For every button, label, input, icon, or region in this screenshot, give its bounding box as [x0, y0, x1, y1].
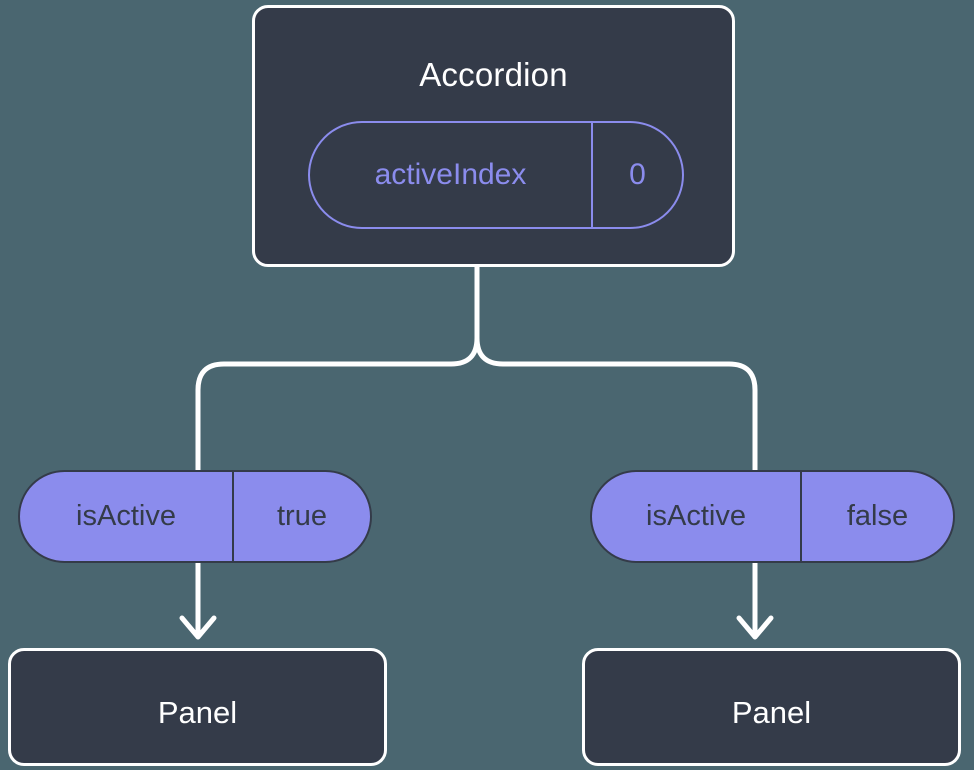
prop-pill-key: isActive — [592, 472, 802, 561]
arrowhead-left — [179, 615, 217, 640]
edge-accordion-split-right — [474, 335, 758, 473]
state-badge-value: 0 — [629, 158, 646, 191]
prop-pill-value: true — [277, 500, 327, 532]
node-panel-right[interactable]: Panel — [582, 648, 961, 766]
panel-title: Panel — [157, 695, 238, 730]
node-panel-left[interactable]: Panel — [8, 648, 387, 766]
arrowhead-right — [736, 615, 774, 640]
panel-title: Panel — [731, 695, 812, 730]
node-accordion[interactable]: Accordion activeIndex 0 — [252, 5, 735, 267]
edge-accordion-split — [195, 264, 480, 473]
prop-pill-key: isActive — [20, 472, 234, 561]
state-badge-key: activeIndex — [310, 123, 593, 227]
accordion-title: Accordion — [419, 56, 568, 93]
prop-pill-is-active-false[interactable]: isActive false — [590, 470, 955, 563]
prop-pill-value: false — [846, 500, 909, 532]
state-badge-active-index[interactable]: activeIndex 0 — [308, 121, 684, 229]
prop-pill-is-active-true[interactable]: isActive true — [18, 470, 372, 563]
